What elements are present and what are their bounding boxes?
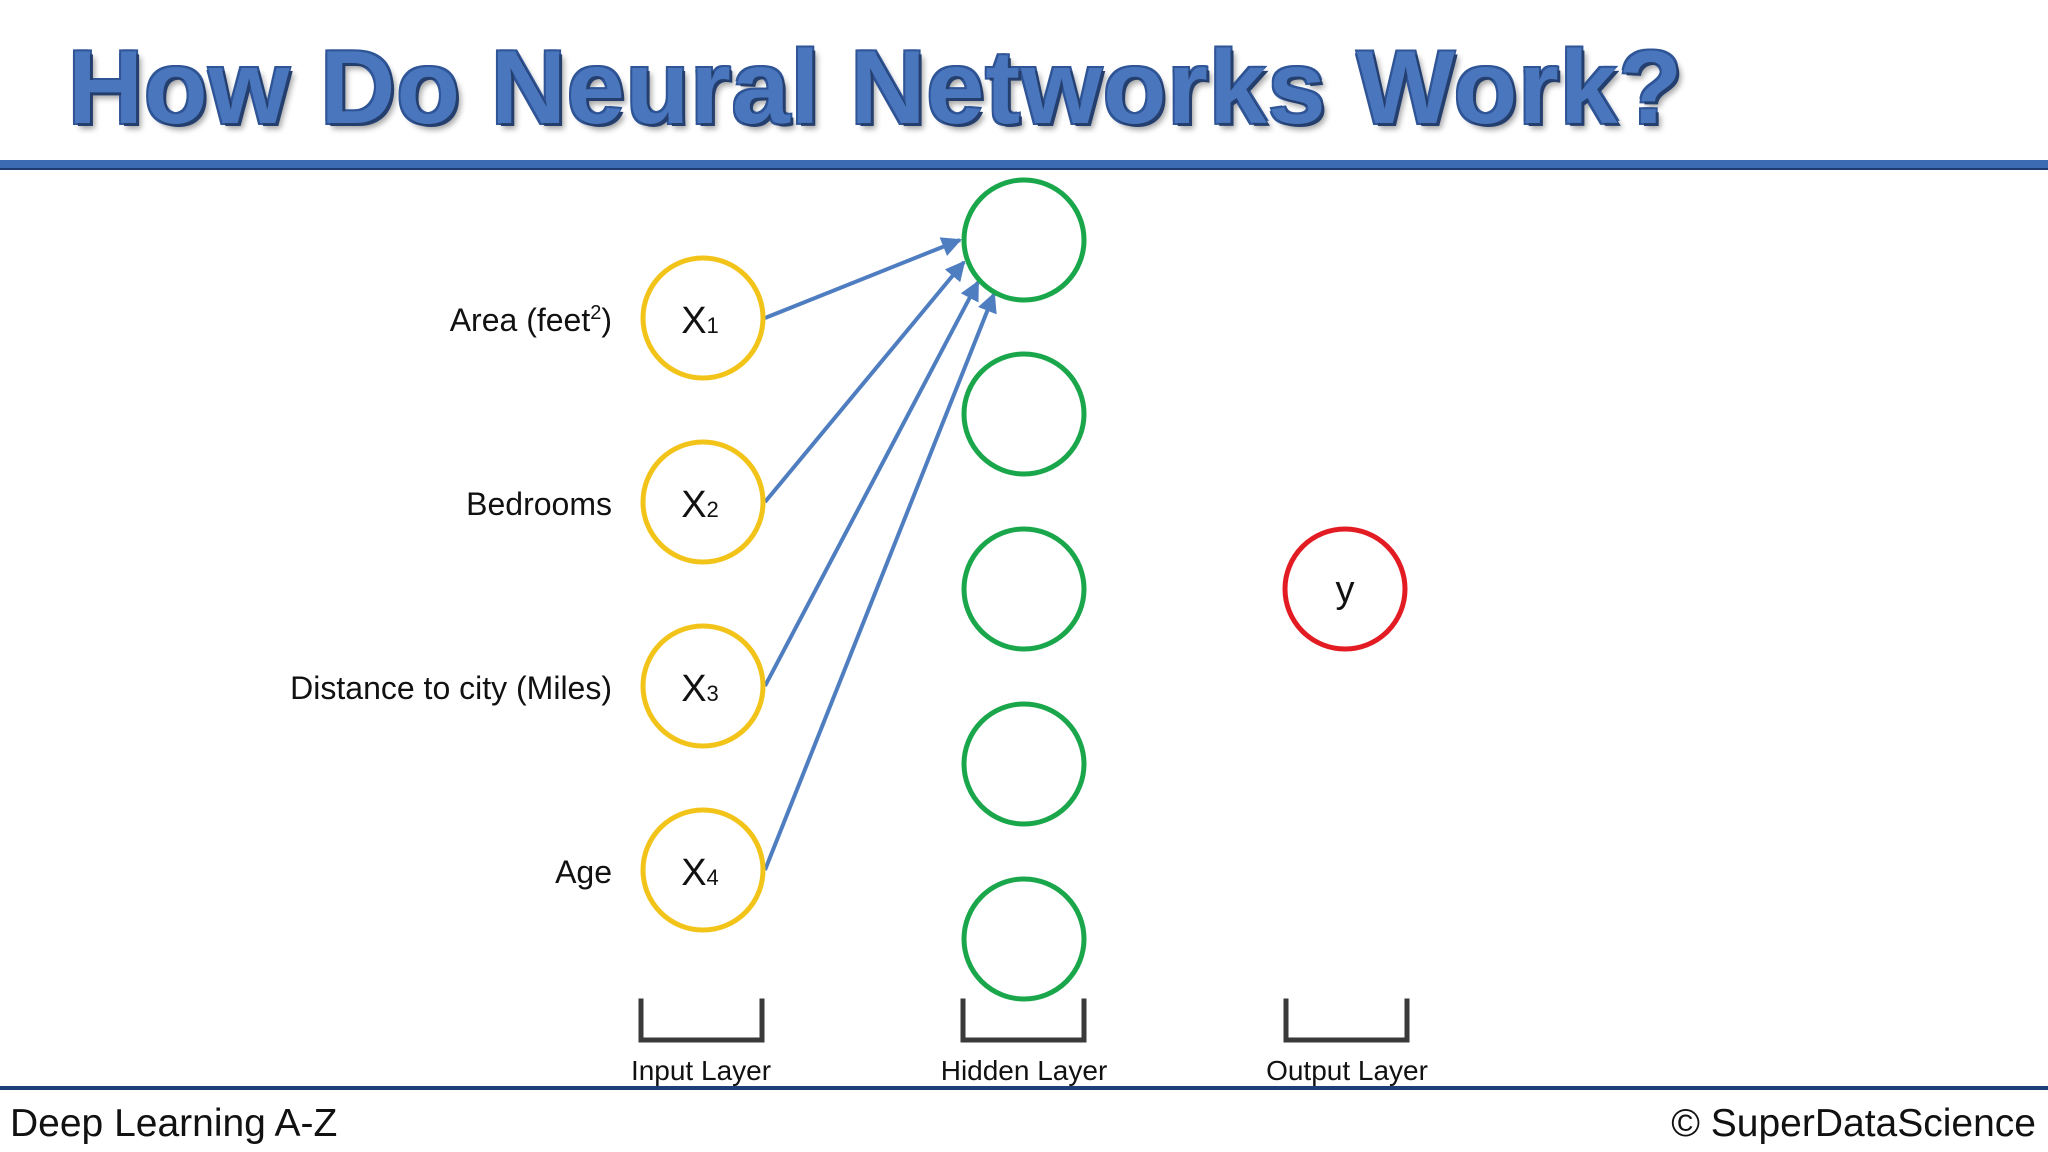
input-node-4 (640, 807, 766, 933)
output-layer-label: Output Layer (1266, 1055, 1428, 1086)
connection-x1-h1 (764, 237, 962, 320)
hidden-layer-bracket (960, 998, 1087, 1043)
input-layer-label: Input Layer (631, 1055, 771, 1086)
connection-x4-h1 (763, 292, 997, 871)
input-node-2 (640, 439, 766, 565)
hidden-node-3 (961, 526, 1087, 652)
output-layer-bracket (1283, 998, 1410, 1043)
input-label-4: Age (555, 854, 612, 890)
hidden-node-2 (961, 351, 1087, 477)
footer-divider (0, 1086, 2048, 1090)
page-title: How Do Neural Networks Work? (68, 30, 1684, 146)
hidden-node-4 (961, 701, 1087, 827)
connection-x2-h1 (763, 260, 966, 504)
connection-x3-h1 (763, 280, 980, 687)
input-node-3-label: X3 (681, 668, 719, 710)
course-name: Deep Learning A-Z (10, 1102, 338, 1145)
input-layer-bracket (638, 998, 765, 1043)
input-node-3 (640, 623, 766, 749)
input-node-4-label: X4 (681, 852, 719, 894)
output-node (1282, 526, 1408, 652)
hidden-layer-nodes (961, 177, 1087, 1002)
input-node-1 (640, 255, 766, 381)
output-node-label: y (1336, 569, 1355, 611)
hidden-layer-label: Hidden Layer (941, 1055, 1108, 1086)
input-node-1-label: X1 (681, 300, 719, 342)
input-layer-nodes (640, 255, 766, 933)
copyright: © SuperDataScience (1671, 1102, 2036, 1145)
hidden-node-5 (961, 876, 1087, 1002)
title-divider (0, 160, 2048, 170)
input-label-2: Bedrooms (466, 486, 612, 522)
input-node-2-label: X2 (681, 484, 719, 526)
input-label-3: Distance to city (Miles) (290, 670, 612, 706)
hidden-node-1 (961, 177, 1087, 303)
input-label-1: Area (feet2) (450, 302, 612, 338)
connections (763, 237, 997, 871)
